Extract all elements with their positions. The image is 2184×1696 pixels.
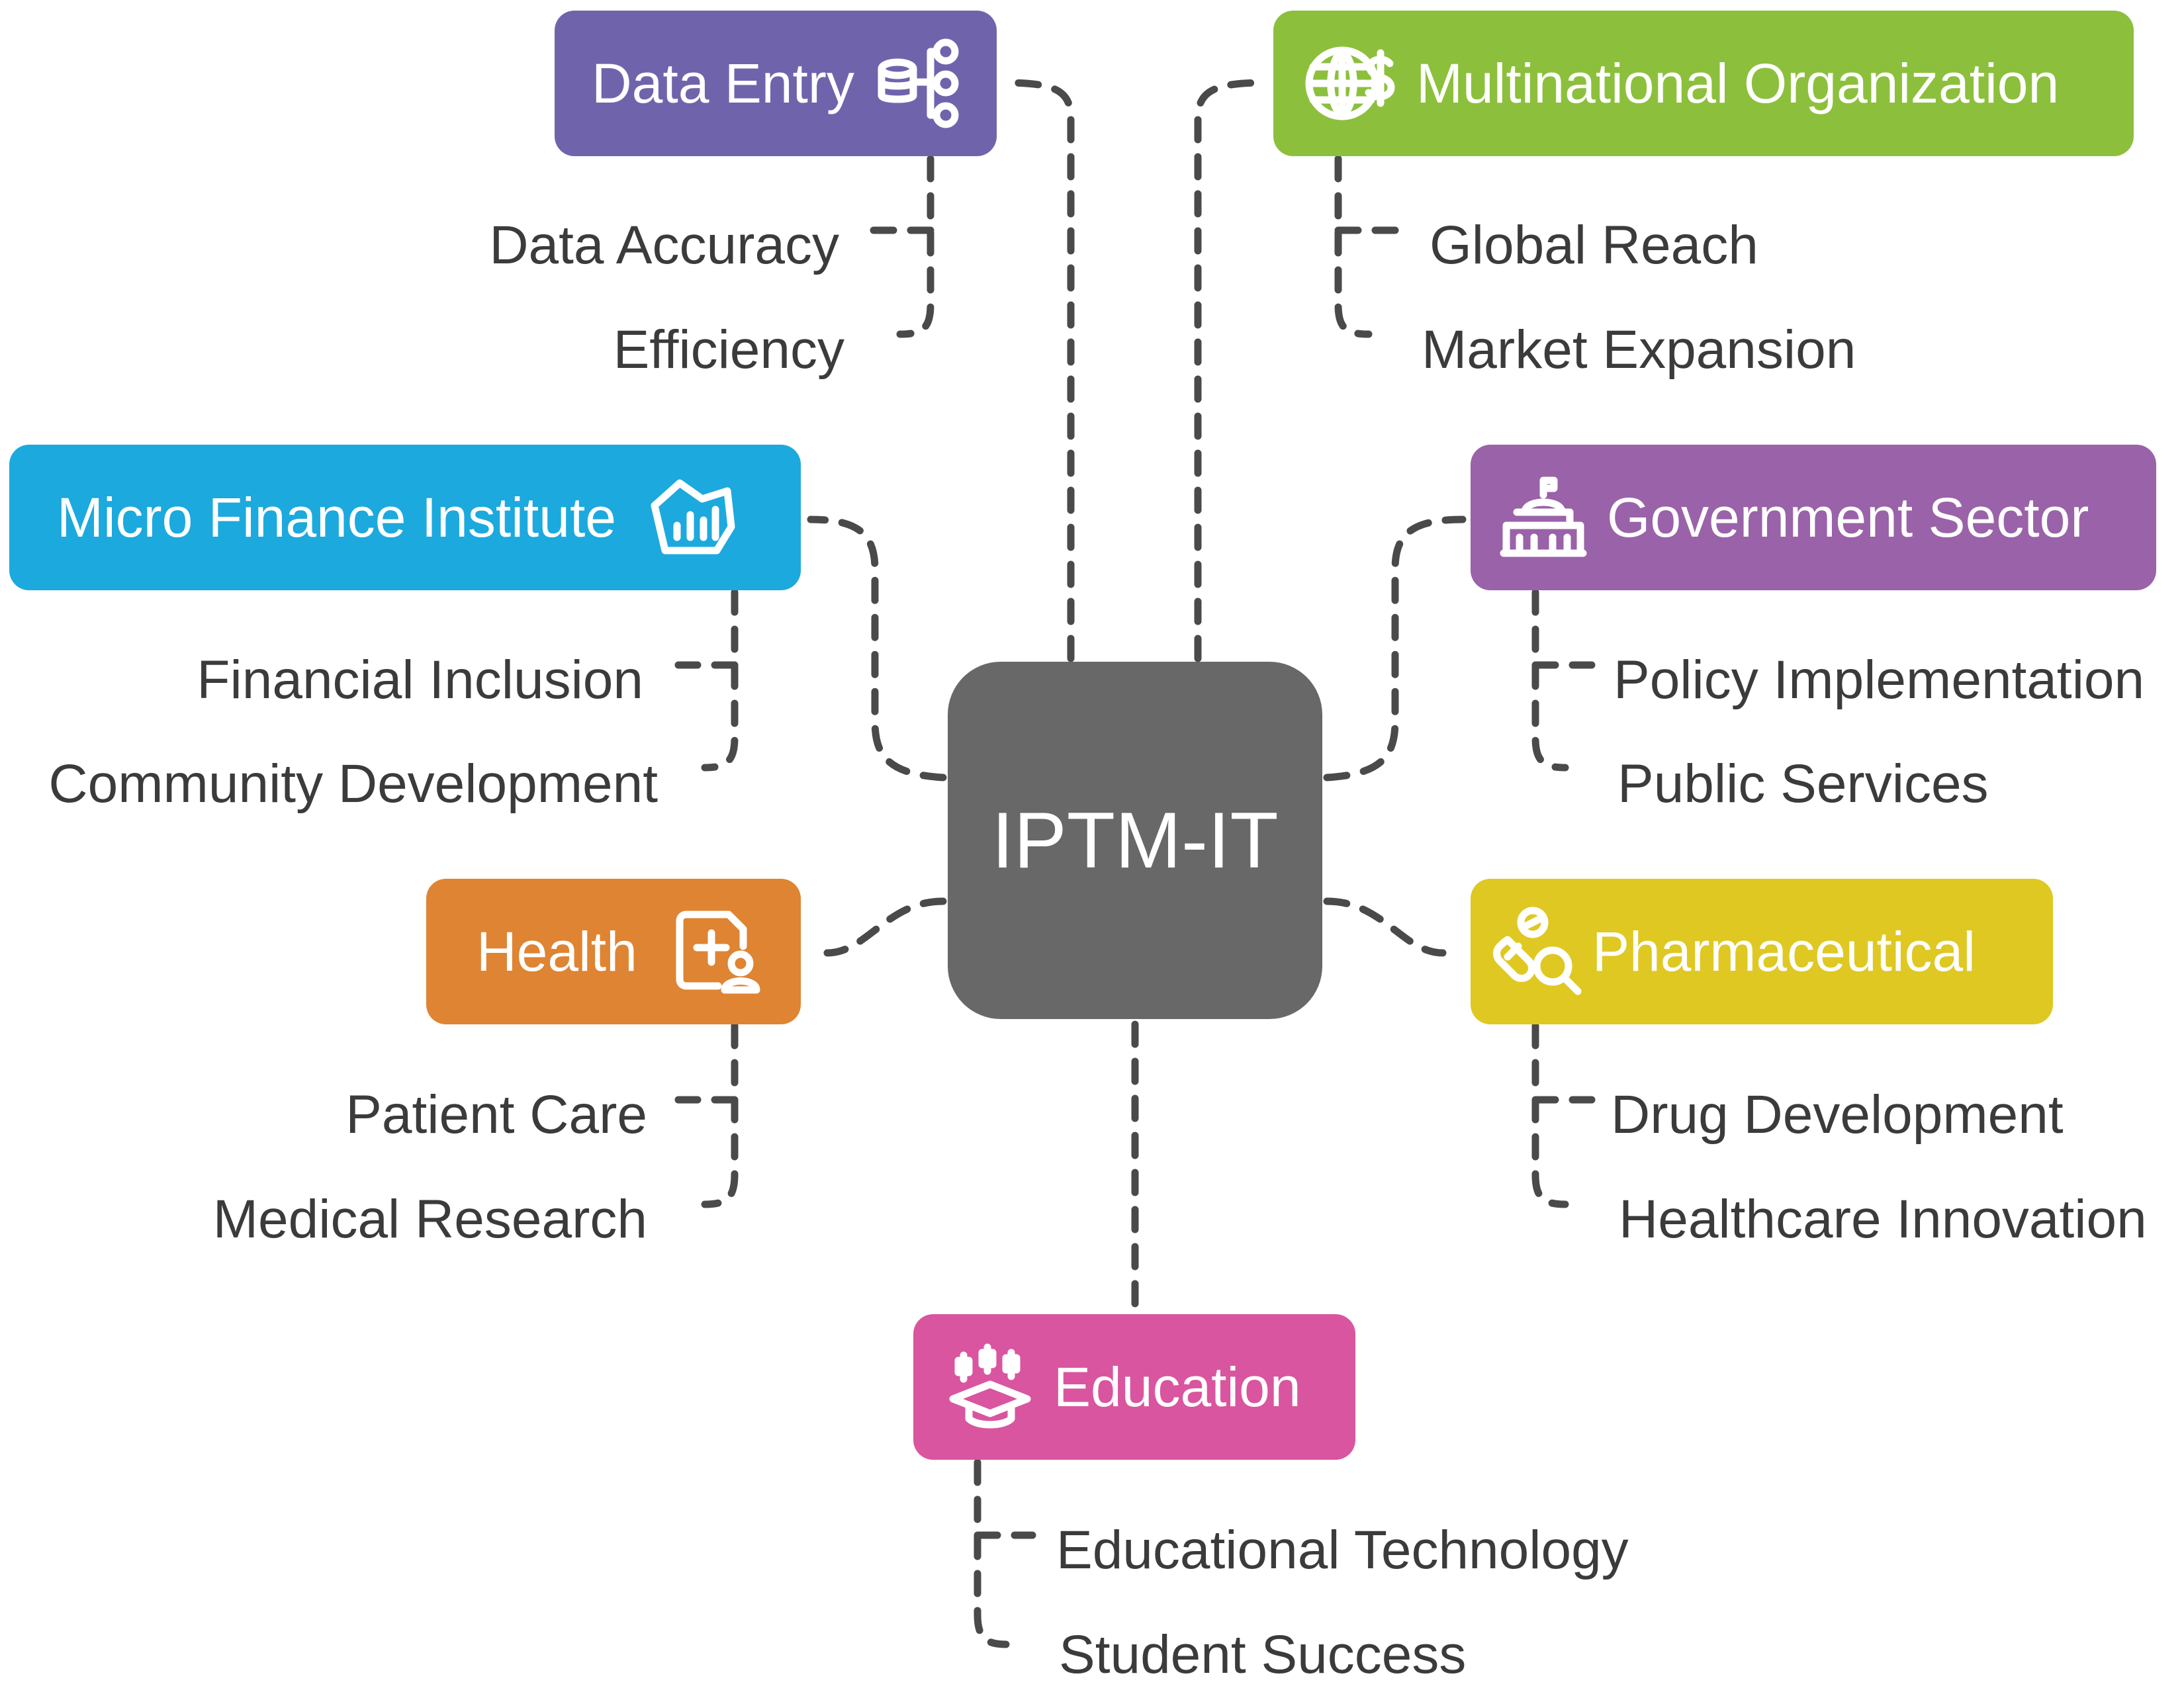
connector-pharmaceutical-subs <box>1531 1022 1596 1208</box>
connector-multinational <box>1194 79 1268 662</box>
bar-chart-box-icon <box>645 471 738 564</box>
medical-record-patient-icon <box>672 905 764 998</box>
connector-micro-finance-subs <box>674 588 739 772</box>
sub-item-patient-care: Patient Care <box>345 1085 647 1145</box>
connector-health-subs <box>674 1022 739 1208</box>
connector-government <box>1323 515 1467 781</box>
multinational-organization-label: Multinational Organization <box>1416 52 2060 114</box>
health-node[interactable]: Health <box>426 879 801 1024</box>
multinational-organization-node[interactable]: Multinational Organization <box>1273 11 2134 156</box>
graduation-cap-candlestick-icon <box>944 1341 1036 1433</box>
education-label: Education <box>1054 1355 1301 1418</box>
connector-education-subs <box>974 1458 1036 1648</box>
connector-pharmaceutical <box>1323 897 1447 957</box>
sub-item-educational-technology: Educational Technology <box>1056 1520 1629 1580</box>
connector-data-entry <box>1002 79 1075 662</box>
government-sector-node[interactable]: Government Sector <box>1471 445 2156 590</box>
pills-magnifier-icon <box>1492 905 1584 998</box>
connector-multinational-subs <box>1334 155 1399 338</box>
pharmaceutical-node[interactable]: Pharmaceutical <box>1471 879 2053 1024</box>
sub-item-public-services: Public Services <box>1617 754 1989 814</box>
sub-item-healthcare-innovation: Healthcare Innovation <box>1619 1189 2147 1249</box>
education-node[interactable]: Education <box>913 1314 1355 1460</box>
health-label: Health <box>477 920 637 983</box>
data-entry-node[interactable]: Data Entry <box>555 11 997 156</box>
center-node[interactable]: IPTM-IT <box>948 662 1322 1019</box>
pharmaceutical-label: Pharmaceutical <box>1592 920 1976 983</box>
sub-item-community-development: Community Development <box>48 754 658 814</box>
sub-item-efficiency: Efficiency <box>613 320 844 380</box>
globe-dollar-icon <box>1304 37 1396 130</box>
database-network-icon <box>874 37 967 130</box>
sub-item-medical-research: Medical Research <box>212 1189 647 1249</box>
sub-item-drug-development: Drug Development <box>1611 1085 2064 1145</box>
sub-item-data-accuracy: Data Accuracy <box>489 215 839 275</box>
government-sector-label: Government Sector <box>1607 486 2089 549</box>
sub-item-policy-implementation: Policy Implementation <box>1614 650 2145 710</box>
micro-finance-institute-label: Micro Finance Institute <box>57 486 617 549</box>
capitol-building-icon <box>1497 471 1590 564</box>
data-entry-label: Data Entry <box>592 52 854 114</box>
connector-data-entry-subs <box>870 155 934 338</box>
connector-health <box>823 897 947 957</box>
sub-item-student-success: Student Success <box>1059 1625 1467 1685</box>
micro-finance-institute-node[interactable]: Micro Finance Institute <box>9 445 801 590</box>
center-label: IPTM-IT <box>991 796 1279 885</box>
sub-item-global-reach: Global Reach <box>1430 215 1758 275</box>
connector-government-subs <box>1531 588 1596 772</box>
connector-micro-finance <box>807 515 947 781</box>
sub-item-market-expansion: Market Expansion <box>1422 320 1856 380</box>
sub-item-financial-inclusion: Financial Inclusion <box>197 650 643 710</box>
